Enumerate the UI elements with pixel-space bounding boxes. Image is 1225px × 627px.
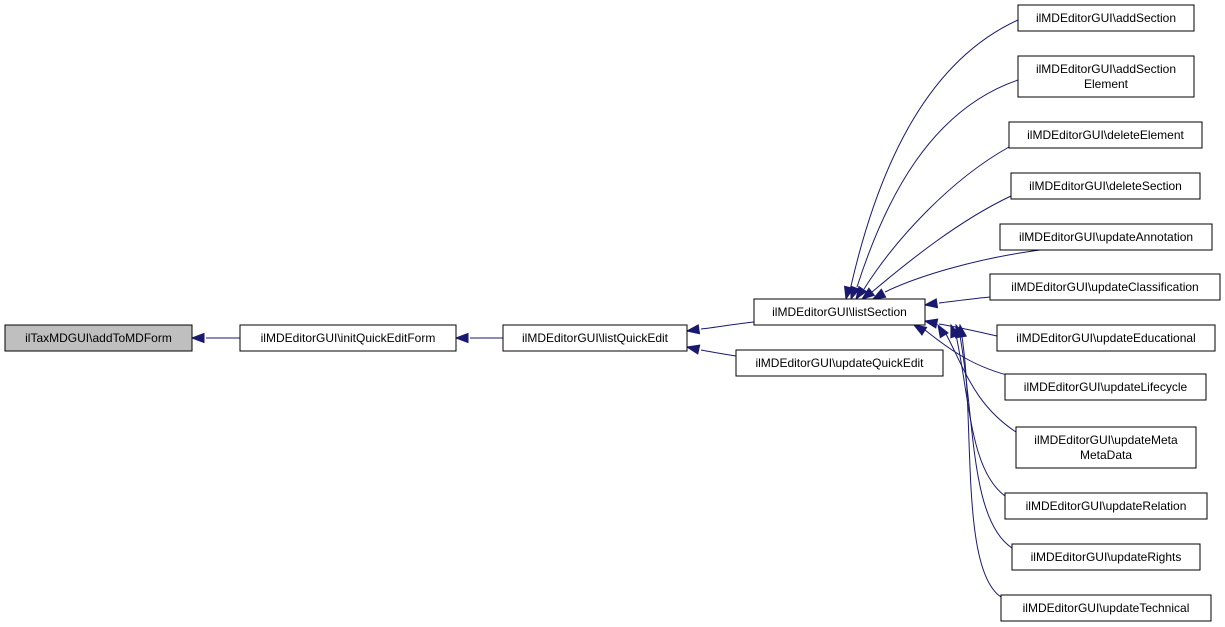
node-label: ilMDEditorGUI\updateEducational bbox=[1016, 331, 1195, 345]
node-box bbox=[1008, 121, 1203, 149]
edge-line bbox=[961, 336, 1002, 598]
node-label: ilMDEditorGUI\listSection bbox=[772, 305, 907, 319]
node-box bbox=[1010, 172, 1201, 200]
arrow-head-icon bbox=[860, 287, 876, 300]
node-box bbox=[1015, 426, 1197, 469]
node-box bbox=[1017, 55, 1195, 98]
node-label: ilMDEditorGUI\addSection bbox=[1036, 62, 1176, 76]
edge-updateQuickEdit-to-listQuickEdit bbox=[685, 344, 737, 357]
node-label: ilMDEditorGUI\deleteSection bbox=[1029, 179, 1182, 193]
node-updateAnnotation[interactable]: ilMDEditorGUI\updateAnnotation bbox=[999, 223, 1213, 251]
arrow-head-icon bbox=[454, 332, 469, 344]
node-updateClassification[interactable]: ilMDEditorGUI\updateClassification bbox=[989, 273, 1221, 301]
node-label: ilMDEditorGUI\deleteElement bbox=[1027, 128, 1184, 142]
edges-layer bbox=[190, 19, 1041, 598]
edge-listSection-to-listQuickEdit bbox=[685, 321, 755, 335]
node-addToMDForm[interactable]: ilTaxMDGUI\addToMDForm bbox=[4, 324, 193, 352]
node-box bbox=[1017, 4, 1195, 32]
node-label: ilMDEditorGUI\listQuickEdit bbox=[522, 331, 669, 345]
arrow-head-icon bbox=[923, 318, 939, 329]
arrow-head-icon bbox=[190, 332, 205, 344]
edge-listQuickEdit-to-initQuickEditForm bbox=[454, 332, 503, 344]
edge-line bbox=[871, 195, 1012, 293]
node-updateRelation[interactable]: ilMDEditorGUI\updateRelation bbox=[1004, 492, 1208, 520]
edge-deleteElement-to-listSection bbox=[855, 146, 1010, 301]
edge-updateTechnical-to-listSection bbox=[956, 323, 1002, 598]
node-listSection[interactable]: ilMDEditorGUI\listSection bbox=[753, 298, 926, 326]
arrow-head-icon bbox=[956, 323, 968, 339]
edge-line bbox=[938, 296, 991, 304]
node-updateQuickEdit[interactable]: ilMDEditorGUI\updateQuickEdit bbox=[735, 349, 944, 377]
edge-line bbox=[700, 321, 755, 330]
arrow-head-icon bbox=[937, 323, 949, 339]
node-label: ilMDEditorGUI\updateClassification bbox=[1011, 280, 1198, 294]
edge-updateEducational-to-listSection bbox=[923, 318, 998, 337]
node-label: ilMDEditorGUI\updateQuickEdit bbox=[755, 356, 924, 370]
edge-updateMetaMetaData-to-listSection bbox=[937, 323, 1017, 433]
node-box bbox=[735, 349, 944, 377]
node-box bbox=[1004, 492, 1208, 520]
node-label: ilMDEditorGUI\updateTechnical bbox=[1023, 601, 1190, 615]
edge-updateRights-to-listSection bbox=[954, 323, 1013, 549]
node-box bbox=[4, 324, 193, 352]
node-label: ilMDEditorGUI\updateRelation bbox=[1026, 499, 1187, 513]
node-box bbox=[1000, 594, 1212, 622]
arrow-head-icon bbox=[855, 285, 868, 301]
node-box bbox=[753, 298, 926, 326]
node-label: MetaData bbox=[1080, 448, 1132, 462]
node-box bbox=[996, 324, 1216, 352]
node-label: ilTaxMDGUI\addToMDForm bbox=[25, 331, 172, 345]
edge-line bbox=[945, 333, 1017, 433]
arrow-head-icon bbox=[871, 288, 887, 300]
node-box bbox=[999, 223, 1213, 251]
arrow-head-icon bbox=[923, 298, 939, 309]
node-label: ilMDEditorGUI\updateAnnotation bbox=[1019, 230, 1193, 244]
node-updateLifecycle[interactable]: ilMDEditorGUI\updateLifecycle bbox=[1004, 373, 1207, 401]
node-addSection[interactable]: ilMDEditorGUI\addSection bbox=[1017, 4, 1195, 32]
node-box bbox=[989, 273, 1221, 301]
node-label: ilMDEditorGUI\initQuickEditForm bbox=[261, 331, 436, 345]
edge-line bbox=[884, 249, 1041, 293]
node-box bbox=[1011, 543, 1201, 571]
node-deleteSection[interactable]: ilMDEditorGUI\deleteSection bbox=[1010, 172, 1201, 200]
edge-line bbox=[955, 334, 1006, 497]
edge-line bbox=[850, 19, 1019, 287]
node-label: Element bbox=[1084, 77, 1129, 91]
node-label: ilMDEditorGUI\updateLifecycle bbox=[1024, 380, 1188, 394]
node-box bbox=[239, 324, 457, 352]
node-box bbox=[1004, 373, 1207, 401]
arrow-head-icon bbox=[685, 344, 701, 355]
edge-deleteSection-to-listSection bbox=[860, 195, 1012, 300]
edge-addSectionElement-to-listSection bbox=[850, 79, 1019, 301]
node-updateTechnical[interactable]: ilMDEditorGUI\updateTechnical bbox=[1000, 594, 1212, 622]
edge-line bbox=[856, 79, 1019, 288]
edge-initQuickEditForm-to-addToMDForm bbox=[190, 332, 240, 344]
node-updateEducational[interactable]: ilMDEditorGUI\updateEducational bbox=[996, 324, 1216, 352]
edge-addSection-to-listSection bbox=[843, 19, 1019, 301]
edge-line bbox=[863, 146, 1010, 290]
nodes-layer: ilTaxMDGUI\addToMDForm ilMDEditorGUI\init… bbox=[4, 4, 1221, 622]
edge-line bbox=[700, 349, 737, 357]
node-label: ilMDEditorGUI\updateMeta bbox=[1034, 433, 1178, 447]
node-label: ilMDEditorGUI\addSection bbox=[1036, 11, 1176, 25]
node-box bbox=[502, 324, 688, 352]
node-updateRights[interactable]: ilMDEditorGUI\updateRights bbox=[1011, 543, 1201, 571]
arrow-head-icon bbox=[685, 324, 701, 335]
edge-line bbox=[938, 323, 998, 337]
edge-updateAnnotation-to-listSection bbox=[871, 249, 1041, 300]
node-label: ilMDEditorGUI\updateRights bbox=[1031, 550, 1182, 564]
node-listQuickEdit[interactable]: ilMDEditorGUI\listQuickEdit bbox=[502, 324, 688, 352]
arrow-head-icon bbox=[850, 285, 861, 301]
arrow-head-icon bbox=[912, 324, 928, 336]
edge-updateClassification-to-listSection bbox=[923, 296, 991, 309]
node-initQuickEditForm[interactable]: ilMDEditorGUI\initQuickEditForm bbox=[239, 324, 457, 352]
edge-line bbox=[959, 335, 1013, 549]
node-deleteElement[interactable]: ilMDEditorGUI\deleteElement bbox=[1008, 121, 1203, 149]
